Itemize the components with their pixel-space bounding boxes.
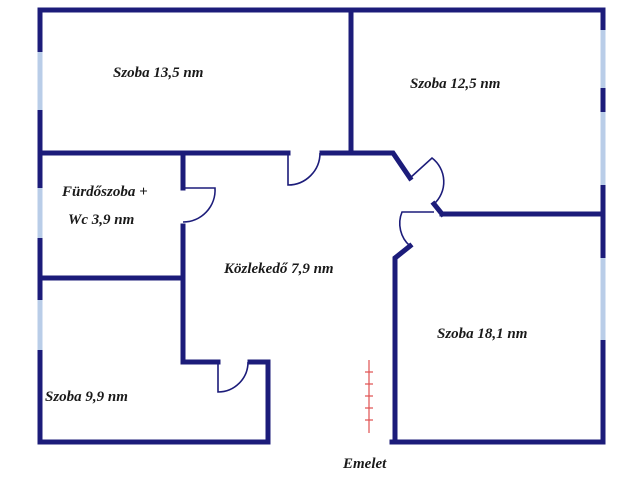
room-label-bathroom-line2: Wc 3,9 nm [68,212,134,228]
room-label-corridor: Közlekedő 7,9 nm [223,261,334,277]
room-label-right: Szoba 18,1 nm [437,326,527,342]
stair-markings [365,360,373,433]
room-label-top-right: Szoba 12,5 nm [410,76,500,92]
room-label-top-left: Szoba 13,5 nm [113,65,203,81]
interior-walls [37,7,606,445]
windows [37,30,606,350]
door-swings [182,152,445,393]
room-labels: Szoba 13,5 nm Szoba 12,5 nm Fürdőszoba +… [45,65,527,472]
room-label-bathroom-line1: Fürdőszoba + [61,184,148,200]
plan-caption: Emelet [342,456,387,472]
room-label-bottom-left: Szoba 9,9 nm [45,389,128,405]
